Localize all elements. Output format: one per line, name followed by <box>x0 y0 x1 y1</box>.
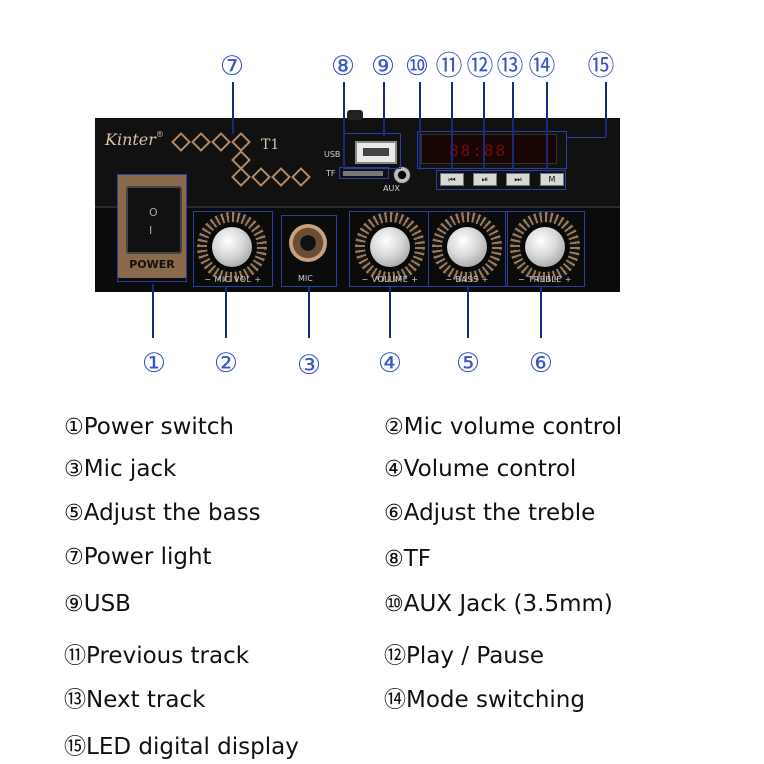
callout-14: ⑭ <box>528 51 556 82</box>
callout-12: ⑫ <box>466 51 494 82</box>
leader-line <box>451 82 453 172</box>
treble-highlight <box>505 211 585 287</box>
leader-line <box>383 82 385 136</box>
leader-line <box>225 287 227 338</box>
aux-label: AUX <box>383 184 400 193</box>
leader-line <box>605 82 607 137</box>
led-display-text: 88:88 <box>449 141 508 160</box>
leader-line <box>343 82 345 170</box>
mic-jack[interactable] <box>289 224 327 262</box>
power-off-mark: I <box>149 224 153 237</box>
legend-item: ⑩AUX Jack (3.5mm) <box>384 591 613 617</box>
legend-item: ①Power switch <box>64 414 235 440</box>
legend-item: ⑧TF <box>384 546 432 572</box>
mode-button[interactable]: M <box>540 173 564 186</box>
callout-13: ⑬ <box>496 51 524 82</box>
leader-line <box>483 82 485 172</box>
legend-item: ⑨USB <box>64 591 131 617</box>
bass-label: − BASS + <box>445 275 489 284</box>
volume-knob[interactable] <box>355 212 425 282</box>
legend-item: ②Mic volume control <box>384 414 623 440</box>
led-leader-highlight <box>566 118 606 138</box>
power-switch-highlight <box>117 174 187 282</box>
callout-2: ② <box>213 348 239 379</box>
aux-jack[interactable] <box>393 166 411 184</box>
legend-item: ⑫Play / Pause <box>384 643 544 669</box>
buttons-highlight <box>436 170 566 190</box>
callout-4: ④ <box>377 348 403 379</box>
leader-line <box>152 284 154 338</box>
usb-highlight <box>343 133 401 169</box>
leader-line <box>389 287 391 338</box>
callout-5: ⑤ <box>455 348 481 379</box>
next-track-button[interactable]: ⏭ <box>506 173 530 186</box>
tf-card-slot[interactable] <box>343 171 383 176</box>
legend-item: ③Mic jack <box>64 456 177 482</box>
mic-volume-knob[interactable] <box>197 212 267 282</box>
callout-11: ⑪ <box>435 51 463 82</box>
tf-highlight <box>339 167 389 179</box>
treble-knob[interactable] <box>510 212 580 282</box>
usb-label: USB <box>324 150 341 159</box>
callout-6: ⑥ <box>528 348 554 379</box>
previous-track-button[interactable]: ⏮ <box>440 173 464 186</box>
mic-jack-highlight <box>281 215 337 287</box>
legend-item: ⑤Adjust the bass <box>64 500 261 526</box>
legend-item: ⑥Adjust the treble <box>384 500 596 526</box>
leader-line <box>512 82 514 172</box>
power-on-mark: O <box>149 206 158 219</box>
led-display <box>421 134 557 164</box>
antenna-mount <box>347 110 363 120</box>
legend-item: ⑭Mode switching <box>384 687 585 713</box>
leader-line <box>232 82 234 134</box>
callout-3: ③ <box>296 350 322 381</box>
led-display-highlight <box>417 131 567 169</box>
leader-line <box>467 287 469 338</box>
power-label: POWER <box>129 258 175 271</box>
play-pause-button[interactable]: ⏯ <box>473 173 497 186</box>
leader-line <box>546 82 548 172</box>
leader-line <box>419 82 421 170</box>
mic-volume-label: − MIC VOL + <box>204 275 262 284</box>
treble-label: − TREBLE + <box>518 275 572 284</box>
model-name: T1 <box>261 137 280 153</box>
callout-8: ⑧ <box>330 51 356 82</box>
bass-knob[interactable] <box>432 212 502 282</box>
callout-9: ⑨ <box>370 51 396 82</box>
leader-line <box>308 287 310 338</box>
power-switch[interactable] <box>126 186 182 254</box>
bass-highlight <box>428 211 508 287</box>
brand-logo: Kinter® <box>105 130 164 149</box>
leader-line <box>540 287 542 338</box>
callout-1: ① <box>141 348 167 379</box>
callout-10: ⑩ <box>404 51 430 82</box>
legend-item: ⑦Power light <box>64 544 212 570</box>
legend-item: ⑬Next track <box>64 687 206 713</box>
callout-7: ⑦ <box>219 51 245 82</box>
legend-item: ⑪Previous track <box>64 643 250 669</box>
volume-highlight <box>349 211 429 287</box>
callout-15: ⑮ <box>587 51 615 82</box>
mic-volume-highlight <box>193 211 273 287</box>
tf-label: TF <box>326 169 336 178</box>
legend-item: ④Volume control <box>384 456 577 482</box>
mic-label: MIC <box>298 274 313 283</box>
legend-item: ⑮LED digital display <box>64 734 299 760</box>
usb-port[interactable] <box>355 141 397 164</box>
volume-label: − VOLUME + <box>361 275 419 284</box>
